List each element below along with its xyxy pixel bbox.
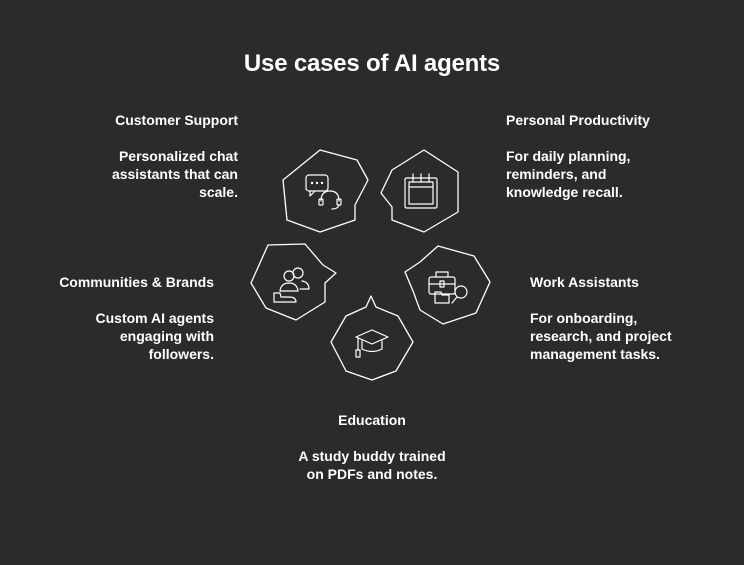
diagram-title: Use cases of AI agents xyxy=(243,50,501,77)
graduation-cap-icon xyxy=(355,329,389,358)
calendar-icon xyxy=(404,173,438,209)
use-case-description: For onboarding, research, and project ma… xyxy=(530,310,672,362)
briefcase-search-icon xyxy=(428,271,468,304)
hexagon-shape xyxy=(330,295,414,381)
communities-brands-hexagon xyxy=(250,243,337,321)
hexagon-shape xyxy=(282,149,369,233)
education-hexagon xyxy=(330,295,414,381)
use-case-heading: Communities & Brands xyxy=(59,274,214,290)
community-icon xyxy=(273,267,310,303)
hexagon-shape xyxy=(380,149,459,233)
use-case-heading: Education xyxy=(338,412,406,428)
use-case-work-assistants: Work Assistants For onboarding, research… xyxy=(530,273,730,363)
customer-support-hexagon xyxy=(282,149,369,233)
use-case-customer-support: Customer Support Personalized chat assis… xyxy=(18,111,238,201)
use-case-personal-productivity: Personal Productivity For daily planning… xyxy=(506,111,726,201)
use-case-description: For daily planning, reminders, and knowl… xyxy=(506,148,631,200)
use-case-description: Custom AI agents engaging with followers… xyxy=(95,310,215,362)
use-case-communities-brands: Communities & Brands Custom AI agents en… xyxy=(14,273,214,363)
chat-support-icon xyxy=(305,174,342,210)
hexagon-shape xyxy=(404,245,491,325)
use-case-heading: Customer Support xyxy=(115,112,238,128)
hexagon-shape xyxy=(250,243,337,321)
use-case-description: A study buddy trained on PDFs and notes. xyxy=(298,448,446,482)
use-case-heading: Personal Productivity xyxy=(506,112,650,128)
personal-productivity-hexagon xyxy=(380,149,459,233)
use-case-education: Education A study buddy trained on PDFs … xyxy=(272,411,472,483)
work-assistants-hexagon xyxy=(404,245,491,325)
use-case-description: Personalized chat assistants that can sc… xyxy=(111,148,238,200)
use-case-heading: Work Assistants xyxy=(530,274,639,290)
